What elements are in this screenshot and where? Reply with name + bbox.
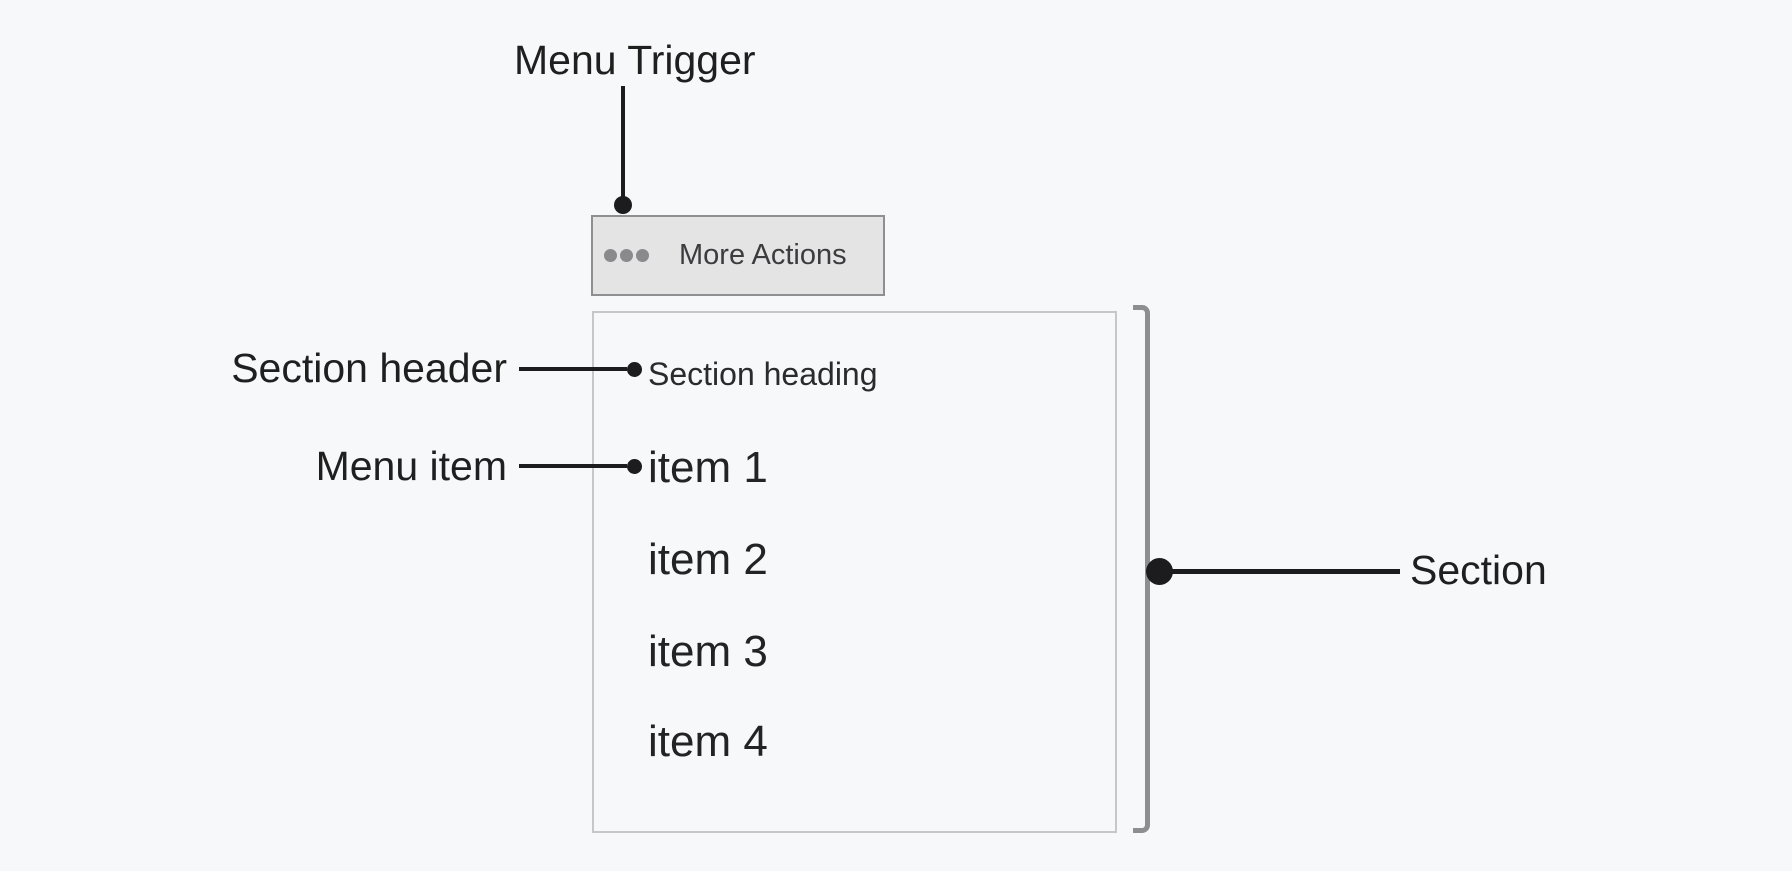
menu-item-2[interactable]: item 2: [648, 535, 768, 584]
menu-trigger-callout-label: Menu Trigger: [514, 37, 756, 83]
menu-trigger-leader-dot: [614, 196, 632, 214]
section-callout-label: Section: [1410, 547, 1547, 593]
menu-panel: Section heading item 1 item 2 item 3 ite…: [592, 311, 1117, 833]
more-actions-button[interactable]: More Actions: [591, 215, 885, 296]
menu-item-leader-line: [519, 464, 627, 468]
section-header-leader-dot: [627, 362, 642, 377]
menu-item-callout-label: Menu item: [315, 443, 507, 489]
ellipsis-dot: [636, 249, 649, 262]
menu-item-leader-dot: [627, 459, 642, 474]
section-header-leader-line: [519, 367, 627, 371]
section-heading: Section heading: [648, 356, 878, 392]
section-header-callout-label: Section header: [231, 345, 507, 391]
ellipsis-dot: [604, 249, 617, 262]
menu-item-1[interactable]: item 1: [648, 443, 768, 492]
section-leader-line: [1160, 569, 1400, 574]
menu-item-4[interactable]: item 4: [648, 717, 768, 766]
ellipsis-icon: [604, 249, 649, 262]
section-leader-dot: [1146, 558, 1173, 585]
ellipsis-dot: [620, 249, 633, 262]
more-actions-button-label: More Actions: [679, 239, 847, 271]
menu-item-3[interactable]: item 3: [648, 627, 768, 676]
menu-trigger-leader-line: [621, 86, 625, 204]
